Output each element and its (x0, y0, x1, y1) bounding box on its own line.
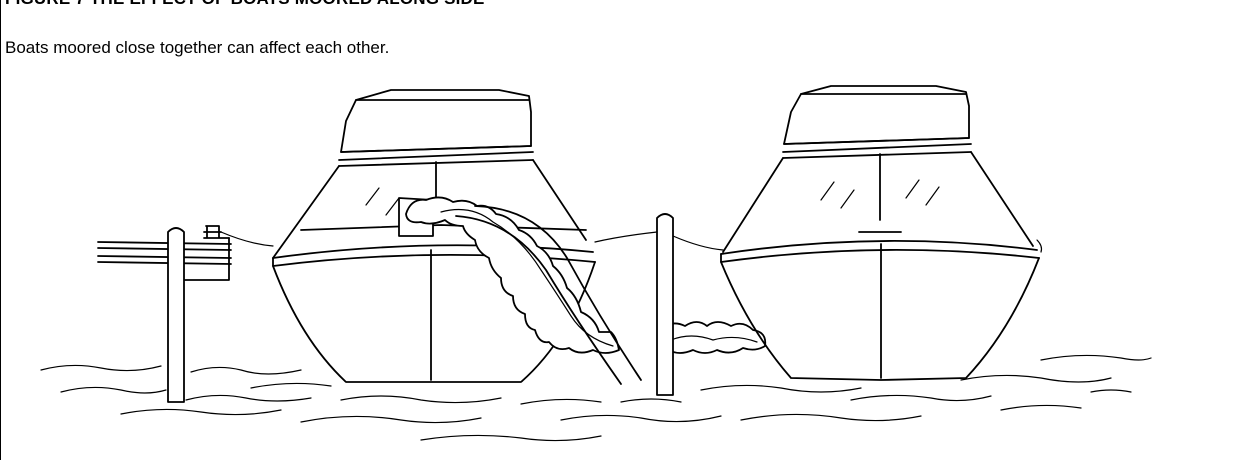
mooring-post-left (168, 228, 184, 402)
mooring-post-middle (595, 214, 723, 395)
boat-right (721, 86, 1042, 380)
dock (98, 226, 231, 280)
wake-wave (399, 197, 765, 384)
water-surface (41, 355, 1151, 440)
